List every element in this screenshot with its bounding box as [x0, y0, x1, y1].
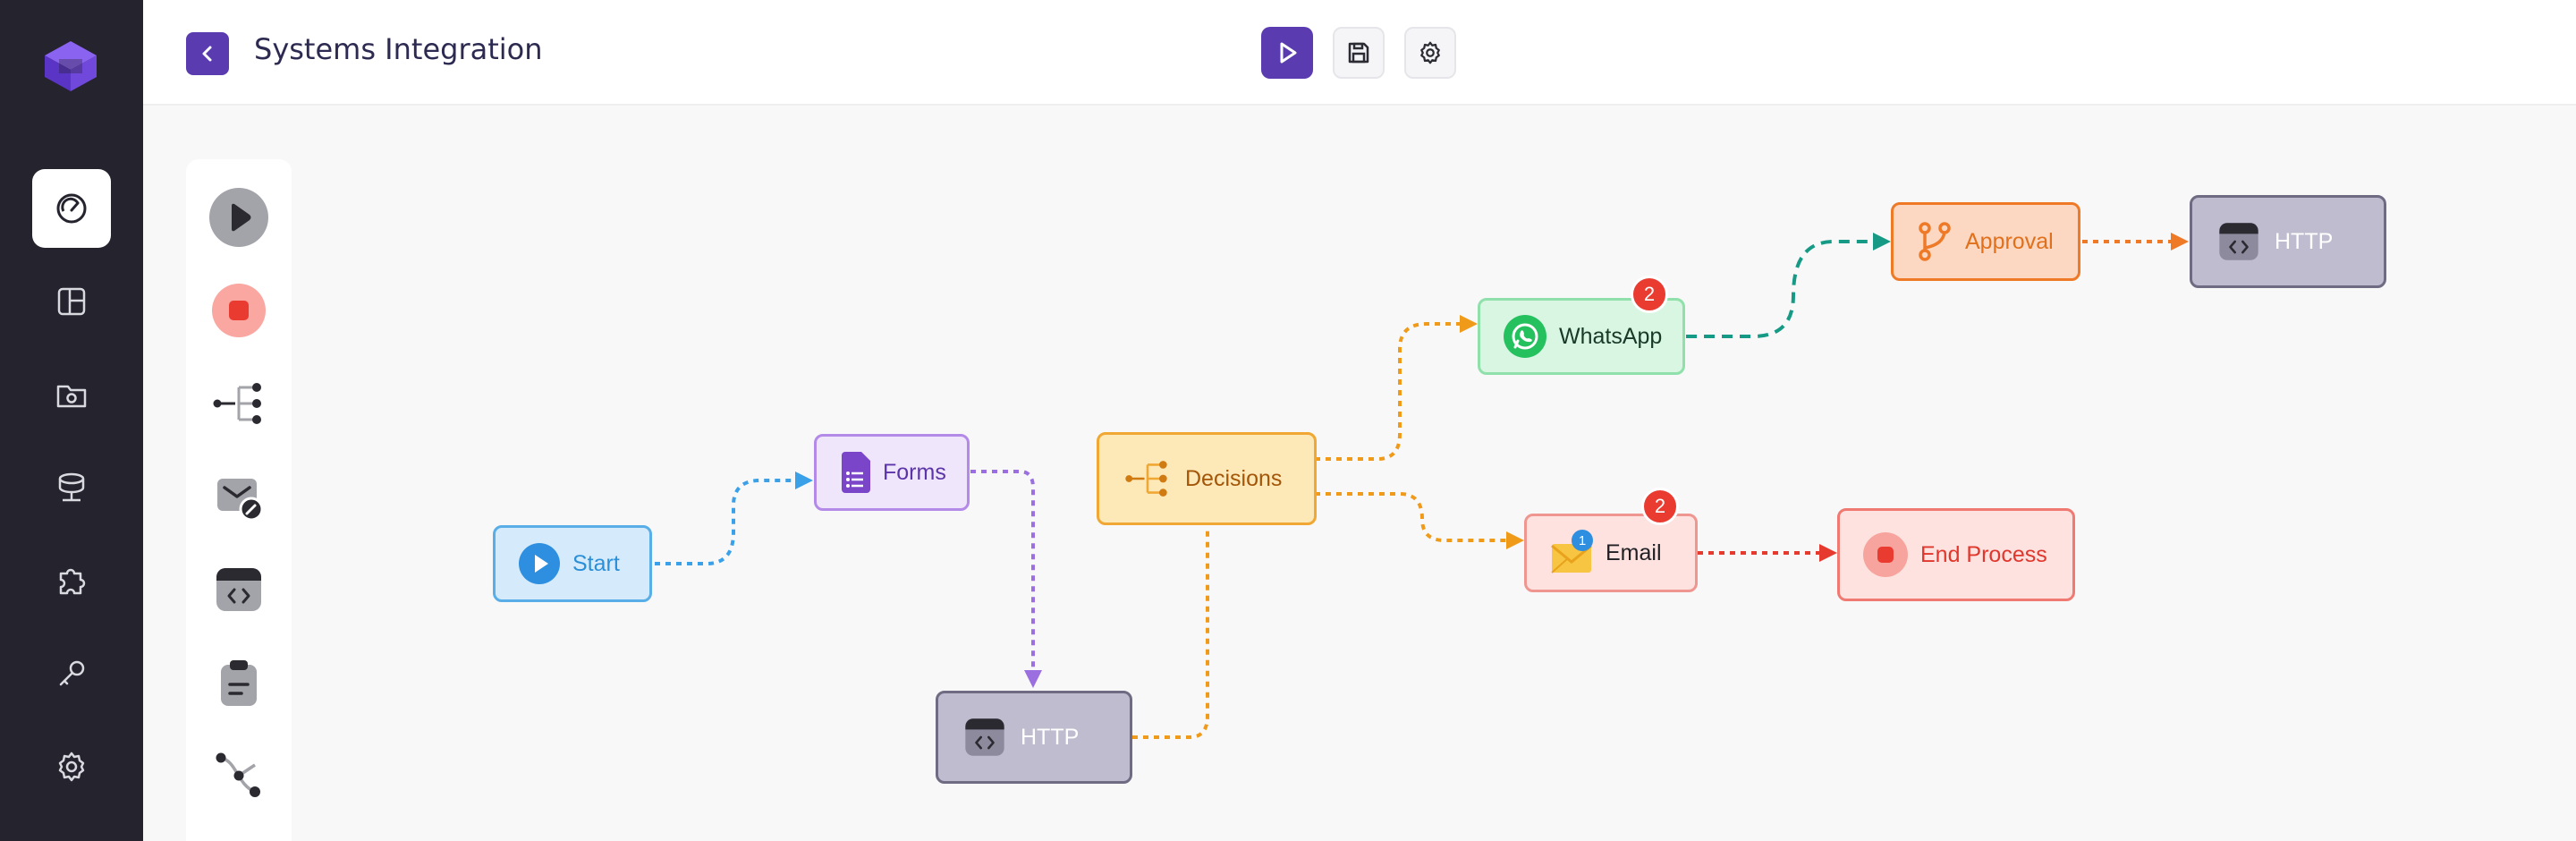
palette-forms[interactable]	[208, 651, 270, 714]
palette-approval[interactable]	[208, 744, 270, 807]
back-button[interactable]	[186, 32, 229, 75]
play-icon	[519, 543, 560, 584]
edge-decisions-whatsapp	[1315, 315, 1478, 461]
node-http-2-label: HTTP	[2275, 228, 2334, 254]
node-whatsapp[interactable]: WhatsApp 2	[1478, 276, 1685, 375]
nav-item-dashboard[interactable]	[32, 169, 111, 248]
palette-end[interactable]	[208, 279, 270, 342]
node-email-label: Email	[1606, 539, 1662, 565]
app-logo-icon[interactable]	[41, 39, 100, 98]
stop-icon	[212, 284, 266, 337]
gear-icon	[58, 752, 85, 782]
nav-item-settings[interactable]	[32, 727, 111, 806]
folder-shield-icon	[56, 385, 87, 408]
email-icon-count-badge: 1	[1572, 530, 1593, 551]
nav-item-keys[interactable]	[32, 634, 111, 713]
node-end-process-label: End Process	[1920, 541, 2047, 567]
edge-whatsapp-approval	[1686, 233, 1891, 338]
node-start[interactable]: Start	[493, 525, 652, 602]
node-decisions-label: Decisions	[1185, 465, 1283, 491]
palette-http[interactable]	[208, 558, 270, 621]
palette-decisions[interactable]	[208, 372, 270, 435]
nav-item-layout[interactable]	[32, 262, 111, 341]
nav-item-folder[interactable]	[32, 355, 111, 434]
code-window-icon	[216, 568, 261, 611]
node-palette	[186, 159, 292, 841]
whatsapp-icon	[1504, 315, 1546, 358]
node-email[interactable]: 1 Email 2	[1524, 488, 1698, 592]
node-approval-label: Approval	[1965, 228, 2054, 254]
node-forms-label: Forms	[883, 459, 946, 485]
node-end-process[interactable]: End Process	[1837, 508, 2075, 601]
node-http-1-label: HTTP	[1021, 724, 1080, 750]
nav-item-database[interactable]	[32, 448, 111, 527]
settings-button[interactable]	[1404, 27, 1456, 79]
branch-tree-icon	[1125, 461, 1167, 497]
forms-document-icon	[842, 452, 870, 493]
node-http-1[interactable]: HTTP	[936, 691, 1132, 784]
layout-grid-icon	[57, 287, 86, 316]
puzzle-icon	[59, 568, 86, 595]
key-icon	[59, 660, 85, 686]
play-icon	[209, 188, 268, 247]
edge-start-forms	[655, 471, 813, 565]
node-forms[interactable]: Forms	[814, 434, 970, 511]
node-http-2[interactable]: HTTP	[2190, 195, 2386, 288]
speedometer-icon	[56, 193, 87, 224]
code-window-icon	[2219, 223, 2258, 260]
email-count-badge: 2	[1641, 488, 1679, 525]
palette-start[interactable]	[208, 186, 270, 249]
mail-edit-icon	[217, 479, 264, 522]
play-icon	[1280, 42, 1297, 64]
run-button[interactable]	[1261, 27, 1313, 79]
chevron-left-icon	[202, 46, 212, 62]
stop-icon	[1863, 532, 1908, 577]
node-whatsapp-label: WhatsApp	[1559, 323, 1663, 349]
git-branch-icon	[216, 752, 260, 797]
clipboard-icon	[221, 660, 257, 706]
palette-email-edit[interactable]	[208, 465, 270, 528]
code-window-icon	[965, 718, 1004, 756]
save-icon	[1348, 42, 1369, 64]
email-envelope-icon: 1	[1550, 530, 1593, 574]
node-decisions[interactable]: Decisions	[1097, 432, 1317, 525]
database-icon	[58, 472, 85, 502]
node-start-label: Start	[572, 550, 620, 576]
branch-tree-icon	[213, 383, 261, 424]
whatsapp-count-badge: 2	[1631, 276, 1668, 313]
edge-http-decisions	[1132, 526, 1209, 739]
save-button[interactable]	[1333, 27, 1385, 79]
gear-icon	[1420, 41, 1440, 64]
git-branch-icon	[1919, 222, 1951, 261]
page-title: Systems Integration	[254, 32, 543, 66]
node-approval[interactable]: Approval	[1891, 202, 2080, 281]
edge-decisions-email	[1315, 492, 1524, 549]
nav-item-plugins[interactable]	[32, 541, 111, 620]
side-nav	[0, 0, 143, 841]
header-bar: Systems Integration	[143, 0, 2576, 106]
edge-forms-http	[970, 470, 1042, 688]
